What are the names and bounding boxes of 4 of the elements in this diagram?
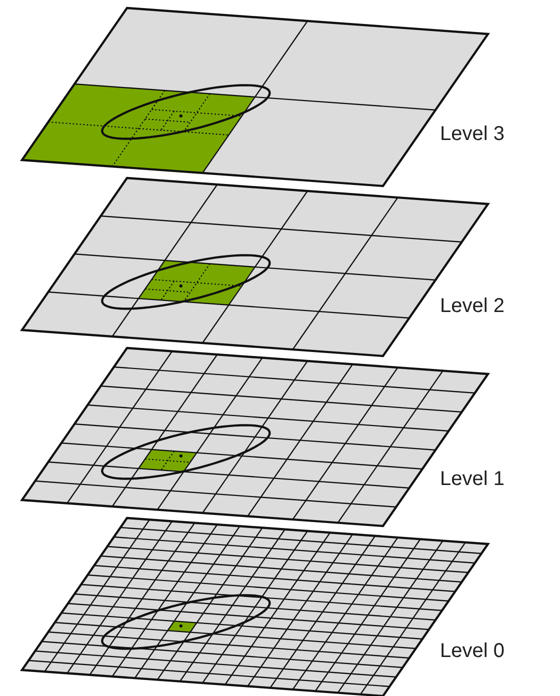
level-label: Level 0: [440, 638, 504, 663]
level-label: Level 1: [440, 466, 504, 491]
level-label: Level 3: [440, 122, 504, 146]
level-label: Level 2: [440, 294, 504, 318]
